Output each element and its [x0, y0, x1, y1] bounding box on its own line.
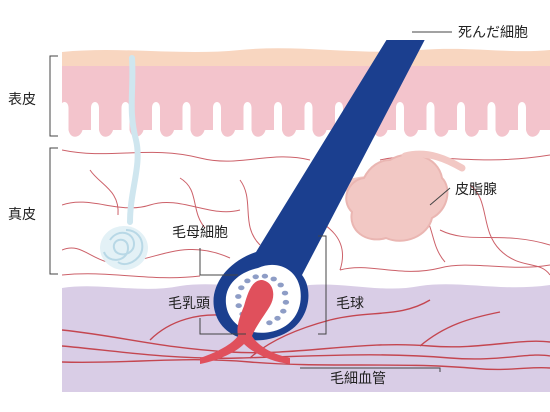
hair-bulb-bracket — [318, 235, 327, 335]
dermal-papilla — [200, 280, 290, 364]
hair-bulb-label: 毛球 — [336, 296, 364, 312]
layer-brackets — [49, 55, 58, 275]
dermal-papilla-label: 毛乳頭 — [168, 296, 210, 312]
hair-matrix-cell — [238, 285, 245, 291]
hair-matrix-cell — [266, 320, 273, 326]
hair-matrix-cell — [244, 278, 251, 284]
hair-matrix-cell — [270, 276, 277, 282]
hair-shaft-icon — [200, 40, 425, 364]
epidermis-layer — [62, 66, 550, 137]
hair-matrix-cell — [252, 274, 259, 280]
hair-matrix-cell — [261, 273, 269, 279]
dead-cells-label: 死んだ細胞 — [458, 25, 528, 41]
hair-matrix-cell — [281, 290, 289, 296]
sweat-gland-coil-icon — [100, 226, 148, 270]
subcutaneous-layer — [62, 284, 550, 392]
hair-matrix-cell — [235, 294, 242, 299]
hair-matrix-cell — [277, 282, 284, 288]
capillaries-label: 毛細血管 — [330, 371, 386, 387]
hair-matrix-cell — [274, 315, 281, 321]
dermis-label: 真皮 — [8, 207, 36, 223]
hair-matrix-cell — [235, 303, 242, 309]
sebaceous-gland-label: 皮脂腺 — [455, 182, 497, 198]
hair-matrix-cells-label: 毛母細胞 — [172, 225, 228, 241]
hair-matrix-cell — [282, 299, 290, 305]
sweat-gland-duct — [127, 55, 141, 225]
leader-lines — [199, 31, 452, 372]
hair-matrix-cell — [280, 308, 287, 314]
epidermis-label: 表皮 — [8, 92, 36, 108]
